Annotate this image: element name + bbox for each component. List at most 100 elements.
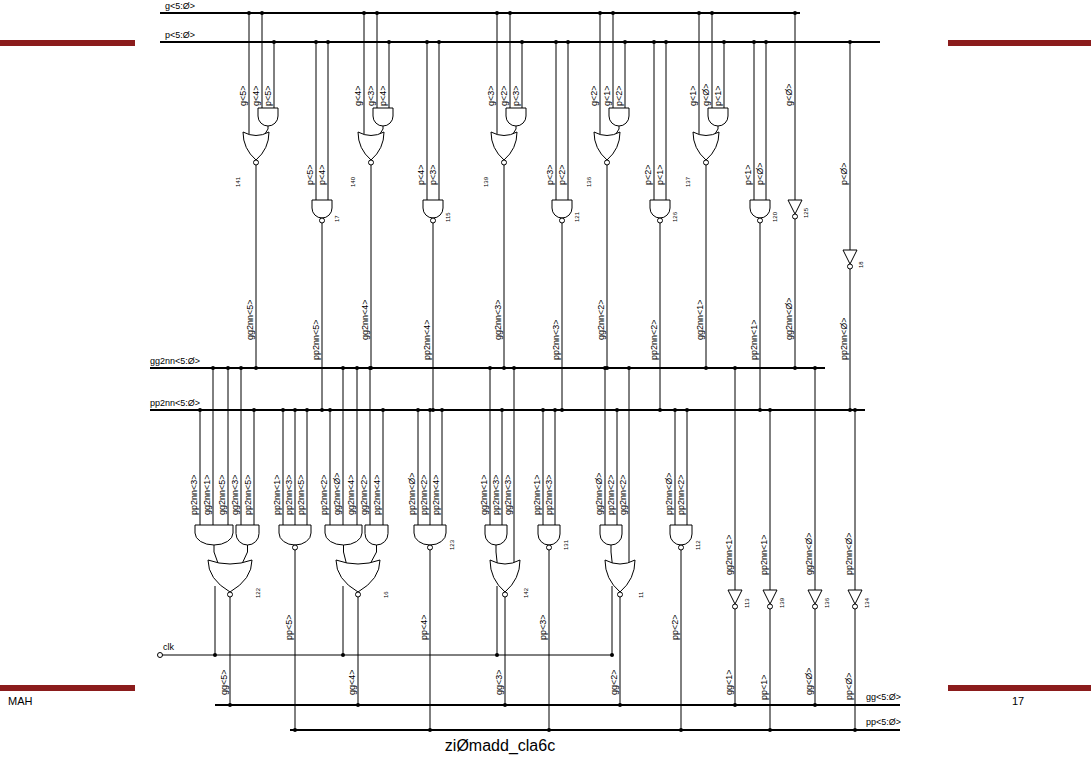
wire [497,586,498,655]
junction-dot [554,40,558,44]
gates [195,108,862,609]
wire [712,13,713,108]
inversion-bubble [733,604,738,609]
signal-name: p<4> [317,164,327,185]
signal-name: p<3> [428,164,438,185]
signal-name: pp<1> [759,674,769,700]
wire [254,410,255,525]
junction-dot [226,366,230,370]
instance-number: 17 [334,215,341,222]
wire [687,410,688,525]
junction-dot [425,40,429,44]
signal-name: gg2nn<2> [618,474,628,515]
signal-name: pp<5:Ø> [866,717,901,727]
wire [850,269,851,410]
wire [675,410,676,525]
signal-name: pp2nn<2> [676,474,686,515]
junction-dot [508,11,512,15]
instance-number: 139 [779,598,786,608]
instance-number: 131 [563,540,570,550]
inverter [848,590,862,604]
junction-dot [610,653,614,657]
bus-line [160,41,880,43]
and-gate [325,525,362,545]
inverter [788,200,802,214]
wire [681,550,682,730]
wire [497,13,498,137]
signal-name: 17 [1012,695,1024,707]
signal-name: p<1> [655,164,665,185]
junction-dot [320,408,324,412]
wire [850,42,851,250]
wire [418,410,419,525]
wire [430,410,431,525]
instance-number: 139 [483,177,490,187]
inversion-bubble [658,218,663,223]
inversion-bubble [704,160,709,165]
instance-number: 115 [445,212,452,222]
junction-dot [326,40,330,44]
and-gate [609,108,629,126]
wire [795,219,796,368]
wire [383,410,384,525]
junction-dot [615,408,619,412]
wire [283,410,284,525]
junction-dot [793,366,797,370]
wire [357,368,358,525]
wire [625,42,626,108]
junction-dot [752,40,756,44]
wire [343,368,344,525]
signal-name: gg2nn<3> [503,474,513,515]
signal-name: gg2nn<4> [360,299,370,340]
signal-name: gg2nn<5> [217,474,227,515]
signal-name: pp2nn<2> [319,474,329,515]
junction-dot [328,408,332,412]
junction-dot [428,728,432,732]
wire [160,655,612,656]
junction-dot [813,366,817,370]
instance-number: 140 [350,177,357,187]
signal-name: pp2nn<Ø> [839,317,849,360]
signal-name: g<Ø> [701,83,711,106]
and-gate [670,525,692,545]
signal-name: gg<4> [347,669,357,695]
wire [213,368,214,525]
signal-name: pp<2> [670,614,680,640]
junction-dot [768,728,772,732]
bus-line [150,409,865,411]
junction-dot [495,653,499,657]
wire [377,13,378,108]
signal-name: p<5:Ø> [165,30,195,40]
signal-name: p<2> [614,85,624,106]
signal-name: gg2nn<1> [202,474,212,515]
junction-dot [213,653,217,657]
signal-name: pp2nn<3> [491,474,501,515]
inversion-bubble [547,545,552,550]
wire [654,42,655,200]
inversion-bubble [428,545,433,550]
signal-name: pp2nn<4> [422,319,432,360]
pin [158,653,163,658]
junction-dot [541,408,545,412]
wire [613,13,614,108]
wire [555,410,556,525]
instance-number: 113 [744,598,751,608]
wire [770,410,771,590]
signal-name: p<4> [378,85,388,106]
signal-name: g<5:Ø> [165,1,195,11]
junction-dot [733,366,737,370]
signal-name: pp2nn<1> [532,474,542,515]
inversion-bubble [369,160,374,165]
junction-dot [733,703,737,707]
junction-dot [503,703,507,707]
inversion-bubble [679,545,684,550]
wire [760,223,761,410]
junction-dot [547,728,551,732]
junction-dot [247,11,251,15]
signal-name: pp<5> [284,614,294,640]
instance-number: 112 [695,540,702,550]
signal-name: p<Ø> [755,162,765,185]
signal-name: p<2> [643,164,653,185]
junction-dot [722,40,726,44]
